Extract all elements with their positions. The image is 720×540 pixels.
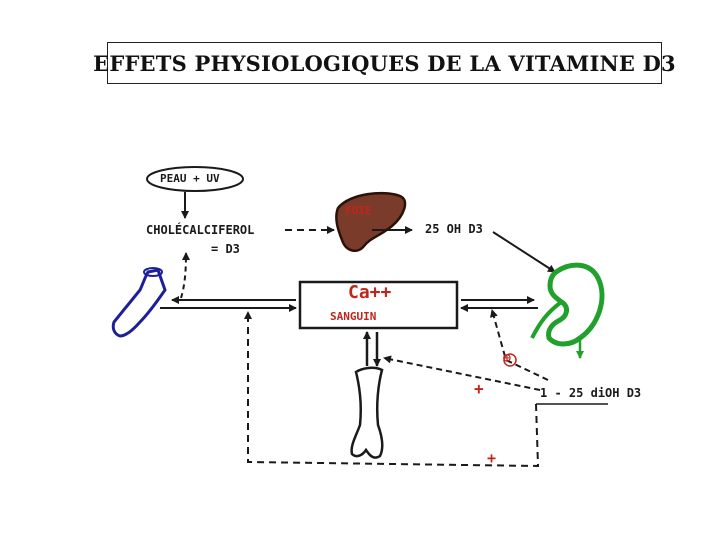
- intestine-icon: [111, 268, 167, 338]
- title-box: EFFETS PHYSIOLOGIQUES DE LA VITAMINE D3: [93, 42, 676, 84]
- arrow-25oh-to-kidney: [492, 231, 556, 273]
- bone-icon: [350, 366, 384, 459]
- label-plus-circled: ⊕: [503, 351, 511, 366]
- intestine-opening: [143, 267, 163, 277]
- arrow-d3-to-intestine: [180, 252, 190, 299]
- arrow-calcitriol-to-intestine-loop: [244, 311, 540, 468]
- label-blood: SANGUIN: [330, 310, 377, 323]
- kidney-icon: [546, 262, 605, 347]
- label-calcitriol: 1 - 25 diOH D3: [540, 386, 642, 400]
- label-skin-uv: PEAU + UV: [160, 172, 220, 185]
- kidney-ureter: [530, 301, 562, 339]
- label-cholecalciferol: CHOLÉCALCIFEROL: [146, 223, 255, 237]
- page-title: EFFETS PHYSIOLOGIQUES DE LA VITAMINE D3: [93, 50, 676, 76]
- skin-uv-oval: [146, 166, 244, 192]
- label-plus-bone: +: [474, 379, 484, 398]
- label-d3: = D3: [211, 242, 240, 256]
- label-calcium: Ca++: [348, 282, 392, 303]
- label-plus-bottom: +: [487, 449, 497, 467]
- arrow-calcitriol-to-kidney: [490, 309, 549, 381]
- plus-circle-ring: [503, 353, 517, 367]
- liver-icon: [335, 191, 407, 253]
- arrow-calcitriol-to-bone: [383, 355, 541, 391]
- label-liver: FOIE: [345, 204, 372, 217]
- label-calcidiol: 25 OH D3: [425, 222, 483, 236]
- calcium-box: [298, 280, 459, 330]
